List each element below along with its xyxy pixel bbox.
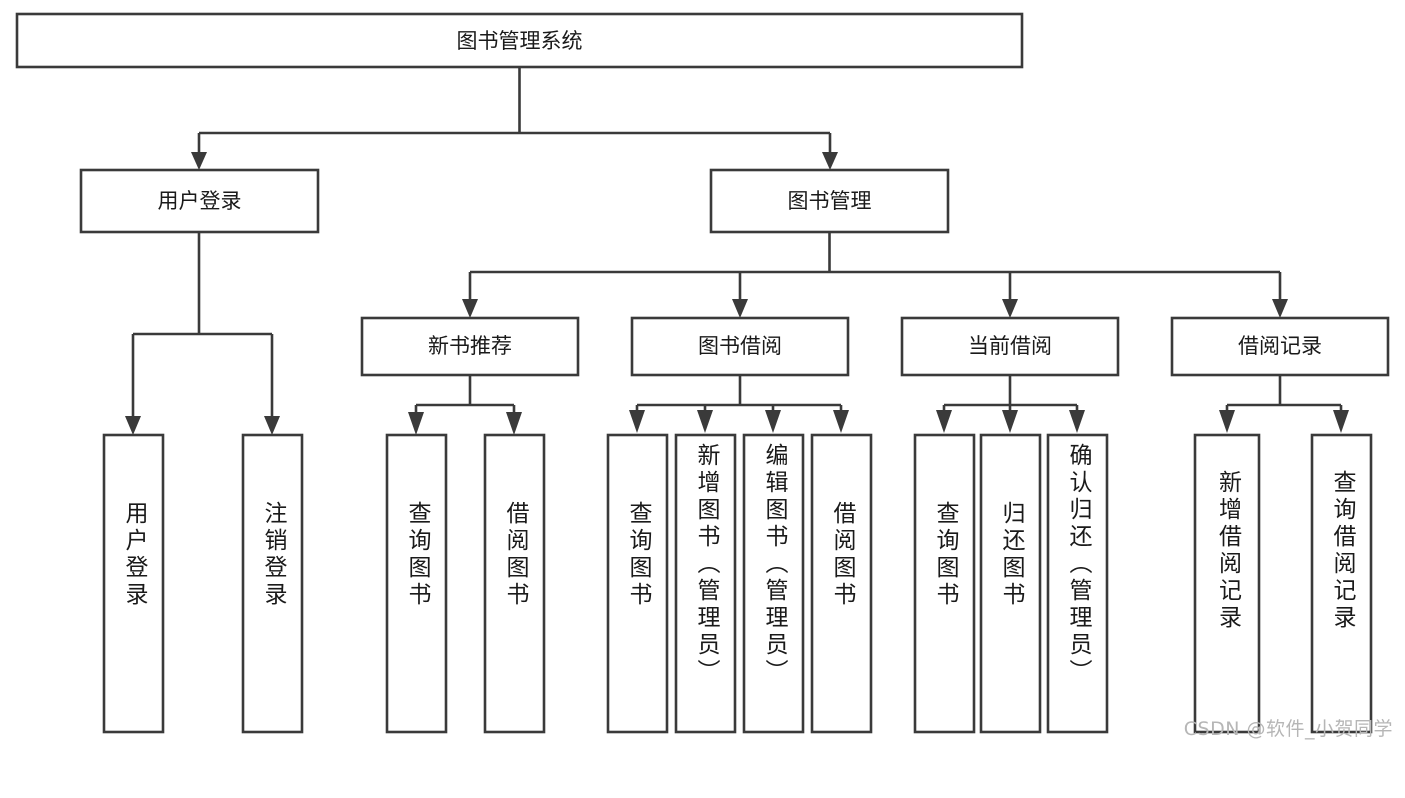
- borrow-record-label: 借阅记录: [1238, 334, 1322, 358]
- leaf-box-book-borrow-3[interactable]: [742, 433, 805, 734]
- connector-book-borrow-to-leaves: [629, 375, 849, 433]
- borrow-record-box[interactable]: [1170, 316, 1390, 377]
- leaf-box-book-borrow-2[interactable]: [674, 433, 737, 734]
- arrow-bb-leaf-1: [629, 410, 645, 433]
- connector-current-borrow-to-leaves: [936, 375, 1085, 433]
- root-box[interactable]: [15, 12, 1024, 69]
- leaf-box-current-borrow-3[interactable]: [1046, 433, 1109, 734]
- leaf-box-new-book-1[interactable]: [385, 433, 448, 734]
- connector-new-book-to-leaves: [408, 375, 522, 435]
- current-borrow-box[interactable]: [900, 316, 1120, 377]
- diagram-canvas: 图书管理系统 用户登录 图书管理: [15, 12, 1393, 740]
- node-book-management[interactable]: 图书管理: [709, 168, 950, 234]
- book-borrow-label: 图书借阅: [698, 334, 782, 358]
- connector-book-mgmt-to-level3: [462, 232, 1288, 318]
- arrow-nb-leaf-1: [408, 412, 424, 435]
- arrow-nb-leaf-2: [506, 412, 522, 435]
- connector-root-to-level2: [191, 67, 838, 170]
- arrow-bb-leaf-3: [765, 410, 781, 433]
- book-borrow-box[interactable]: [630, 316, 850, 377]
- root-label: 图书管理系统: [457, 29, 583, 53]
- new-book-recommend-box[interactable]: [360, 316, 580, 377]
- node-new-book-recommend[interactable]: 新书推荐: [360, 316, 580, 377]
- arrow-new-book: [462, 299, 478, 318]
- leaf-box-user-login-1[interactable]: [102, 433, 165, 734]
- arrow-cb-leaf-2: [1002, 410, 1018, 433]
- node-book-borrow[interactable]: 图书借阅: [630, 316, 850, 377]
- arrow-bb-leaf-2: [697, 410, 713, 433]
- book-management-box[interactable]: [709, 168, 950, 234]
- arrow-br-leaf-1: [1219, 410, 1235, 433]
- leaf-box-borrow-record-1[interactable]: [1193, 433, 1261, 734]
- arrow-ul-leaf-2: [264, 416, 280, 435]
- leaf-box-current-borrow-1[interactable]: [913, 433, 976, 734]
- leaf-box-borrow-record-2[interactable]: [1310, 433, 1373, 734]
- node-user-login[interactable]: 用户登录: [79, 168, 320, 234]
- arrow-book-borrow: [732, 299, 748, 318]
- leaf-box-book-borrow-1[interactable]: [606, 433, 669, 734]
- current-borrow-label: 当前借阅: [968, 334, 1052, 358]
- tree-diagram-svg: 图书管理系统 用户登录 图书管理: [15, 12, 1390, 734]
- arrow-borrow-record: [1272, 299, 1288, 318]
- book-management-label: 图书管理: [788, 189, 872, 213]
- connector-borrow-record-to-leaves: [1219, 375, 1349, 433]
- connector-user-login-to-leaves: [125, 232, 280, 435]
- arrow-book-mgmt: [822, 152, 838, 170]
- arrow-br-leaf-2: [1333, 410, 1349, 433]
- arrow-bb-leaf-4: [833, 410, 849, 433]
- arrow-current-borrow: [1002, 299, 1018, 318]
- arrow-cb-leaf-1: [936, 410, 952, 433]
- arrow-user-login: [191, 152, 207, 170]
- leaf-box-book-borrow-4[interactable]: [810, 433, 873, 734]
- new-book-recommend-label: 新书推荐: [428, 334, 512, 358]
- node-root[interactable]: 图书管理系统: [15, 12, 1024, 69]
- node-borrow-record[interactable]: 借阅记录: [1170, 316, 1390, 377]
- node-current-borrow[interactable]: 当前借阅: [900, 316, 1120, 377]
- user-login-label: 用户登录: [158, 189, 242, 213]
- arrow-cb-leaf-3: [1069, 410, 1085, 433]
- leaf-box-current-borrow-2[interactable]: [979, 433, 1042, 734]
- csdn-watermark: CSDN @软件_小贺同学: [1183, 718, 1393, 740]
- arrow-ul-leaf-1: [125, 416, 141, 435]
- leaf-box-new-book-2[interactable]: [483, 433, 546, 734]
- leaf-box-user-login-2[interactable]: [241, 433, 304, 734]
